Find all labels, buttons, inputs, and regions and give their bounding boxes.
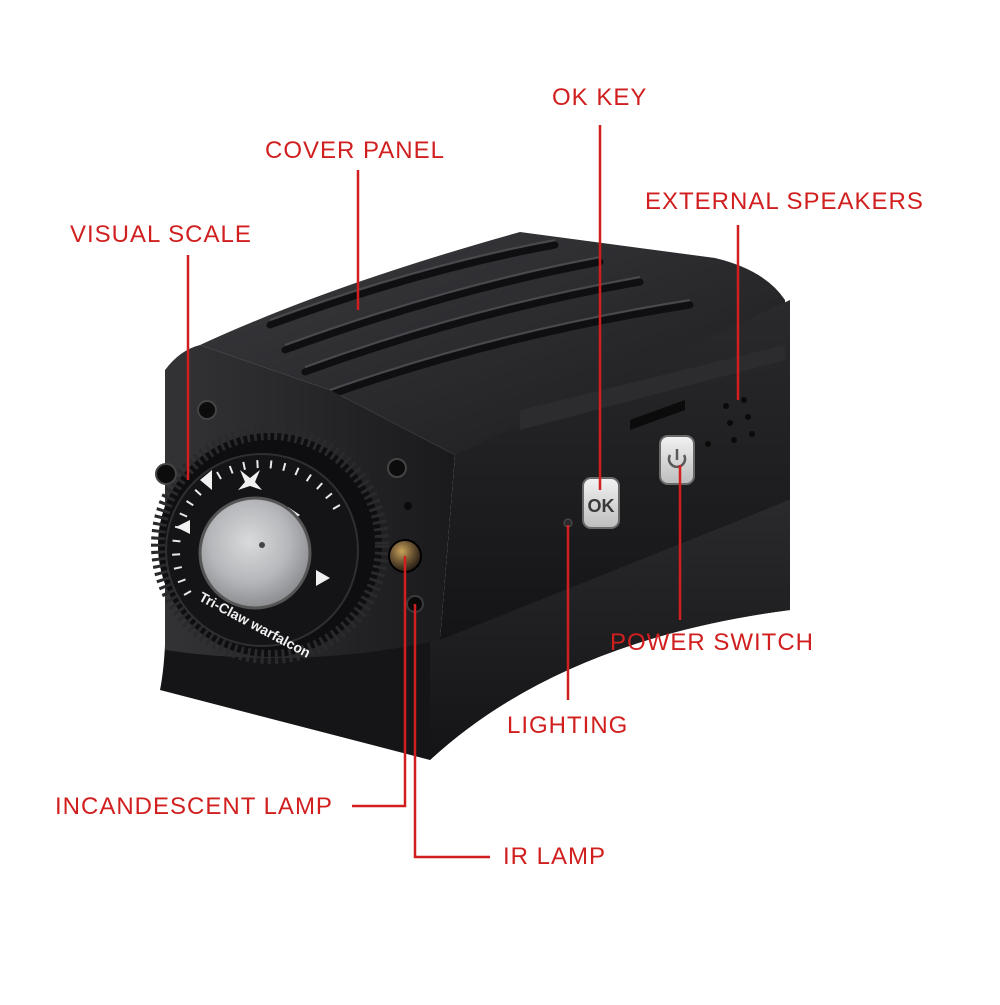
power-switch-label: POWER SWITCH (610, 631, 814, 655)
ir-lamp-label: IR LAMP (503, 845, 606, 869)
svg-text:OK: OK (588, 496, 615, 516)
power-button[interactable] (660, 436, 694, 484)
incandescent-lamp-label: INCANDESCENT LAMP (55, 795, 333, 819)
visual-scale-label: VISUAL SCALE (70, 223, 252, 247)
lighting-label: LIGHTING (507, 714, 628, 738)
external-speakers-label: EXTERNAL SPEAKERS (645, 190, 924, 214)
scale-tick (271, 460, 272, 468)
ok-key-label: OK KEY (552, 86, 647, 110)
scale-tick (172, 541, 180, 542)
cover-panel-label: COVER PANEL (265, 139, 445, 163)
